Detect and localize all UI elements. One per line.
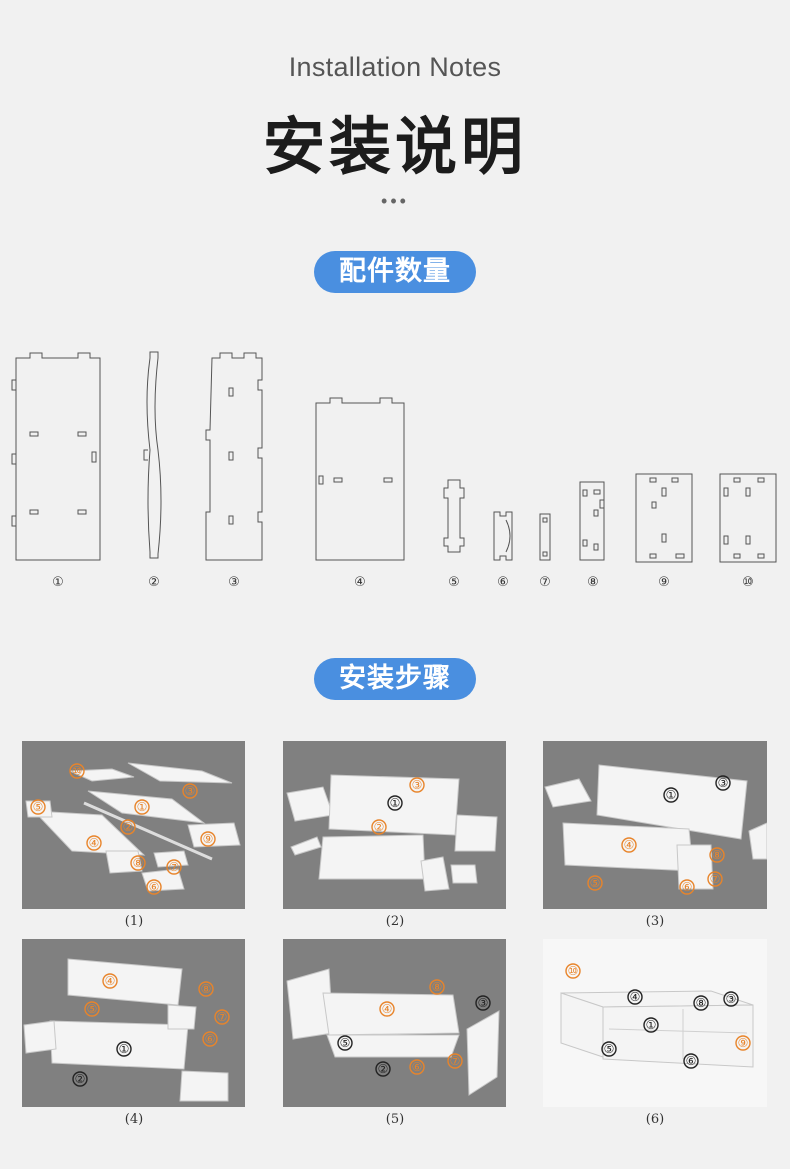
part-9-drawing [635, 473, 693, 563]
dots-divider: ••• [381, 191, 409, 211]
part-number: ⑤ [448, 575, 460, 590]
svg-text:②: ② [123, 820, 134, 834]
part-4-drawing [315, 397, 405, 561]
part-1-drawing [11, 352, 101, 561]
step-caption: (3) [645, 914, 665, 929]
svg-text:②: ② [75, 1072, 86, 1086]
svg-text:⑥: ⑥ [682, 880, 693, 894]
svg-text:②: ② [378, 1062, 389, 1076]
step-photo-6: ⑩ ④ ⑧ ③ ① ⑤ ⑥ ⑨ [543, 939, 767, 1107]
part-number: ① [52, 575, 64, 590]
svg-text:⑥: ⑥ [149, 880, 160, 894]
part-6-drawing [493, 511, 513, 561]
svg-text:⑨: ⑨ [203, 832, 214, 846]
part-number: ⑨ [658, 575, 670, 590]
svg-text:⑩: ⑩ [72, 764, 83, 778]
step-caption: (5) [385, 1112, 405, 1127]
svg-text:⑤: ⑤ [87, 1002, 98, 1016]
svg-text:⑦: ⑦ [450, 1054, 461, 1068]
part-number: ⑦ [539, 575, 551, 590]
part-5-drawing [443, 479, 465, 553]
svg-text:③: ③ [718, 776, 729, 790]
svg-text:⑦: ⑦ [217, 1010, 228, 1024]
part-8-drawing [579, 481, 605, 561]
part-number: ⑧ [587, 575, 599, 590]
part-2-drawing [143, 351, 162, 559]
part-10-drawing [719, 473, 777, 563]
svg-text:④: ④ [105, 974, 116, 988]
svg-text:①: ① [646, 1018, 657, 1032]
parts-diagram: ① ② ③ ④ ⑤ ⑥ ⑦ ⑧ ⑨ ⑩ [11, 351, 777, 590]
part-3-drawing [205, 352, 263, 561]
step-caption: (1) [124, 914, 144, 929]
step-caption: (2) [385, 914, 405, 929]
svg-text:⑤: ⑤ [604, 1042, 615, 1056]
svg-text:④: ④ [630, 990, 641, 1004]
step-caption: (4) [124, 1112, 144, 1127]
step-photo-4: ④ ⑧ ⑤ ⑦ ① ⑥ ② [22, 939, 245, 1107]
svg-text:⑥: ⑥ [686, 1054, 697, 1068]
svg-text:⑤: ⑤ [33, 800, 44, 814]
svg-text:⑧: ⑧ [133, 856, 144, 870]
svg-text:①: ① [390, 796, 401, 810]
part-number: ⑩ [742, 575, 754, 590]
part-number: ④ [354, 575, 366, 590]
svg-text:④: ④ [382, 1002, 393, 1016]
page-title: 安装说明 [262, 110, 527, 183]
svg-text:①: ① [137, 800, 148, 814]
svg-text:⑥: ⑥ [205, 1032, 216, 1046]
svg-text:⑥: ⑥ [412, 1060, 423, 1074]
svg-text:⑧: ⑧ [201, 982, 212, 996]
section-badge-parts: 配件数量 [314, 251, 476, 293]
step-photo-2: ③ ① ② [283, 741, 506, 909]
part-number: ⑥ [497, 575, 509, 590]
step-photo-5: ④ ⑧ ③ ⑤ ⑦ ② ⑥ [283, 939, 506, 1107]
part-number: ② [148, 575, 160, 590]
svg-text:②: ② [374, 820, 385, 834]
step-caption: (6) [645, 1112, 665, 1127]
part-7-drawing [539, 513, 551, 561]
section-badge-steps: 安装步骤 [314, 658, 476, 700]
step-photo-1: ⑩ ③ ① ⑤ ② ④ ⑨ ⑧ ⑦ ⑥ [22, 741, 245, 909]
svg-text:③: ③ [478, 996, 489, 1010]
part-number: ③ [228, 575, 240, 590]
svg-text:⑦: ⑦ [710, 872, 721, 886]
svg-text:⑧: ⑧ [696, 996, 707, 1010]
step-photo-3: ③ ① ④ ⑧ ⑤ ⑦ ⑥ [543, 741, 767, 909]
svg-text:④: ④ [624, 838, 635, 852]
svg-text:⑧: ⑧ [712, 848, 723, 862]
svg-text:⑧: ⑧ [432, 980, 443, 994]
svg-text:①: ① [666, 788, 677, 802]
svg-text:⑩: ⑩ [568, 964, 579, 978]
svg-text:③: ③ [726, 992, 737, 1006]
svg-text:⑤: ⑤ [590, 876, 601, 890]
svg-text:①: ① [119, 1042, 130, 1056]
svg-text:⑤: ⑤ [340, 1036, 351, 1050]
page-title-en: Installation Notes [288, 52, 502, 82]
svg-text:④: ④ [89, 836, 100, 850]
svg-text:⑦: ⑦ [169, 860, 180, 874]
svg-text:③: ③ [185, 784, 196, 798]
svg-text:⑨: ⑨ [738, 1036, 749, 1050]
svg-text:③: ③ [412, 778, 423, 792]
